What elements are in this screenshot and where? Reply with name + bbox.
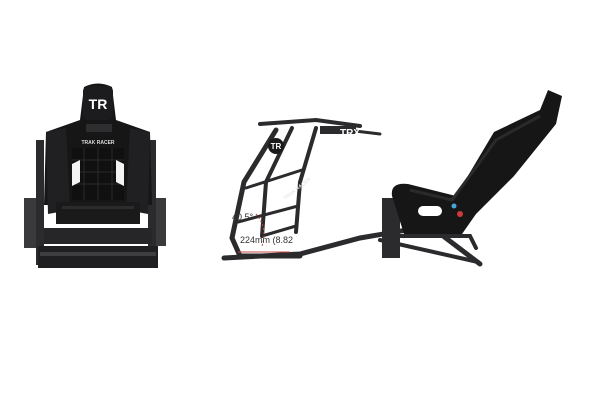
left-side-mount <box>24 198 36 248</box>
belt-slot-left <box>72 160 80 186</box>
front-view-rig: TR TRAK RACER <box>24 83 166 268</box>
right-side-mount <box>156 198 166 246</box>
headrest <box>83 86 113 120</box>
seat-pan <box>56 202 140 224</box>
base-rail <box>221 223 483 267</box>
pedal-mount <box>382 198 400 258</box>
angle-label: 40.5° <box>232 212 254 222</box>
trx-badge: TRX <box>340 128 360 139</box>
blue-accent <box>451 203 457 209</box>
side-view-rig <box>221 117 483 267</box>
headrest-logo: TR <box>89 96 108 112</box>
upright-logo: TR <box>271 142 282 151</box>
seat-back <box>44 83 152 205</box>
length-label: 224mm (8.82 <box>240 235 293 245</box>
side-belt-slot <box>418 206 442 216</box>
seat-brand-text: TRAK RACER <box>81 140 114 146</box>
wheel-deck-top <box>258 117 362 128</box>
side-seat <box>391 90 562 234</box>
dimension-annotation: 40.5° 224mm (8.82 <box>232 212 293 253</box>
belt-slot-right <box>116 160 124 186</box>
front-base <box>38 246 158 268</box>
red-accent <box>457 211 463 217</box>
